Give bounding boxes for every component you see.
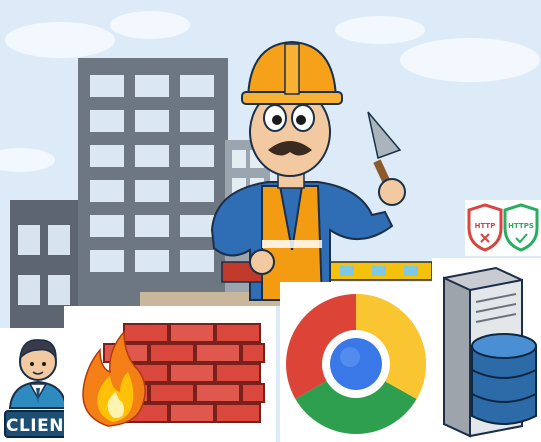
small-building [10,200,85,330]
browser-panel [280,282,432,442]
client-label: CLIENT [4,410,76,438]
clouds [0,11,540,172]
server-panel [432,258,541,442]
https-shield-icon: HTTPS [503,203,539,252]
firewall-panel [64,306,276,442]
https-label: HTTPS [508,222,534,230]
http-shield-icon: HTTP [467,203,503,252]
construction-worker [210,40,406,301]
database-cylinder-icon [471,333,537,425]
user-icon [8,339,68,409]
tall-building [78,58,228,323]
flame-icon [82,330,146,427]
http-label: HTTP [475,222,496,230]
protocol-badges: HTTP HTTPS [465,200,541,256]
chrome-icon [286,294,426,434]
http-https-shields: HTTP HTTPS [467,203,539,252]
server-database-icon [443,266,537,438]
firewall-icon [82,323,265,427]
spirit-level-icon [321,261,433,281]
